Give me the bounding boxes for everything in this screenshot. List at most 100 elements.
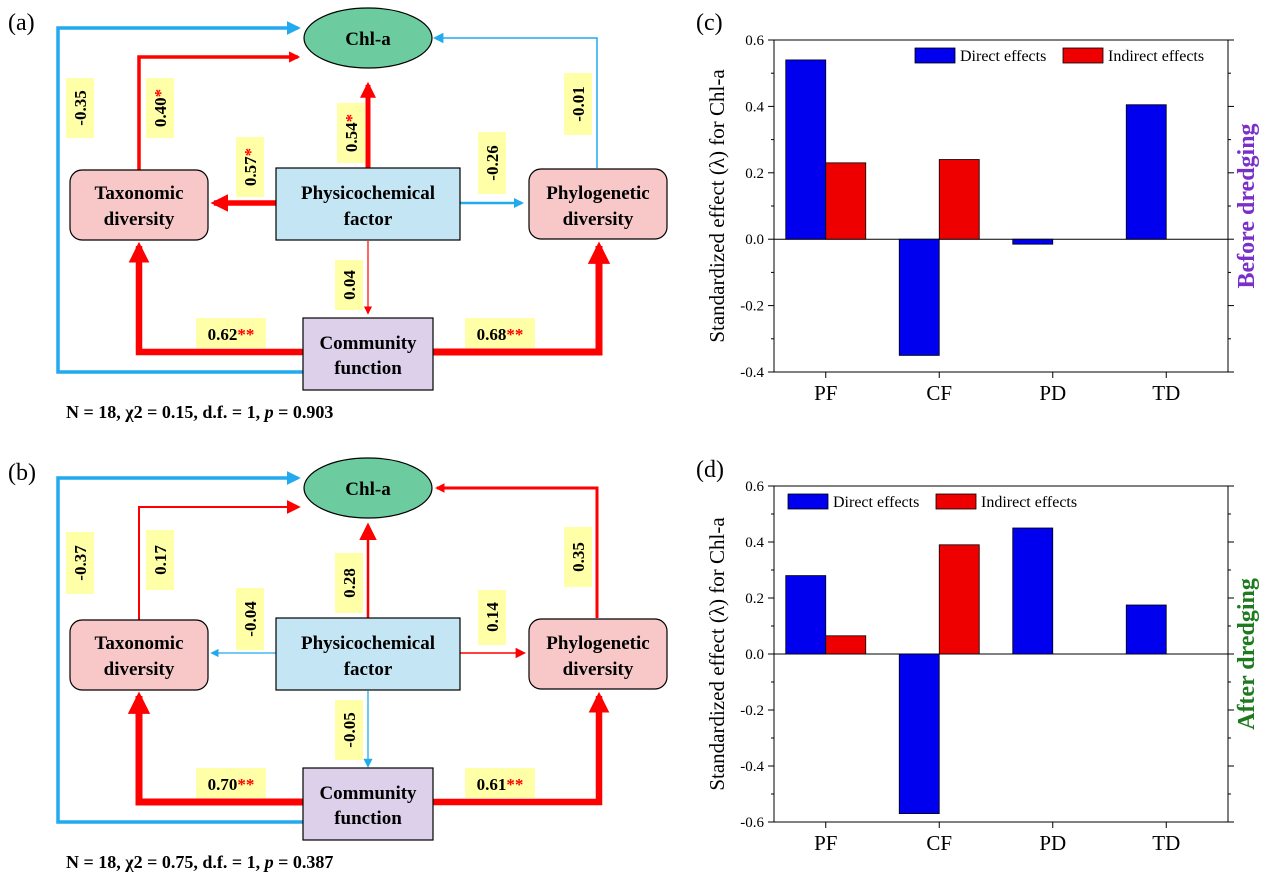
bar-td-direct [1125,604,1167,655]
y-tick-label: 0.4 [745,535,764,551]
panel-b-label: (b) [8,460,36,486]
arrow-cf-chla [56,21,303,374]
svg-text:0.61**: 0.61** [477,775,524,794]
node-physchem [275,167,461,241]
bar-td-direct [1125,104,1167,240]
legend-swatch [914,47,956,64]
x-tick-label: PD [1039,381,1066,405]
svg-text:0.14: 0.14 [483,602,502,632]
panel-label: (d) [696,457,724,483]
coef-b-td-chla: 0.17 [146,530,174,590]
node-physchem-line1: Physicochemical [301,183,435,204]
svg-text:0.68**: 0.68** [477,325,524,344]
x-tick-label: TD [1152,831,1180,855]
arrow-pd-chla [435,483,599,618]
node-taxonomic-line2: diversity [104,659,175,680]
node-taxonomic-line2: diversity [104,209,175,230]
panel-a-label: (a) [8,10,35,36]
x-tick-label: CF [926,831,952,855]
panel-a-stats: N = 18, χ2 = 0.15, d.f. = 1, p = 0.903 [66,402,333,422]
node-function-line1: Community [319,333,417,354]
arrow-cf-td [127,691,303,806]
node-phylogenetic [528,618,668,690]
x-tick-label: PF [814,381,837,405]
bar-cf-indirect [938,159,980,240]
y-axis-label: Standardized effect (λ) for Chl-a [705,69,729,343]
svg-text:-0.26: -0.26 [483,145,502,180]
bar-cf-direct [898,653,940,815]
y-tick-label: -0.4 [740,759,764,775]
coef-a-pd-chla: -0.01 [564,73,592,135]
panel-a-diagram: (a) Chl-a Taxonomic diversity Physicoche… [8,7,668,422]
x-tick-label: TD [1152,381,1180,405]
coef-b-pf-td: -0.04 [236,588,264,650]
node-function [302,767,434,841]
arrow-td-chla [138,500,301,620]
panel-b-diagram: (b) Chl-a Taxonomic diversity Physicoche… [8,457,668,872]
y-tick-label: 0.4 [745,99,764,115]
y-tick-label: -0.6 [740,815,764,831]
node-physchem-line1: Physicochemical [301,633,435,654]
y-tick-label: 0.6 [745,33,764,49]
node-phylogenetic-line2: diversity [563,209,634,230]
svg-text:0.57*: 0.57* [241,148,260,186]
svg-text:-0.04: -0.04 [241,601,260,637]
node-chla [303,7,433,69]
node-phylogenetic [528,168,668,240]
svg-text:0.62**: 0.62** [208,325,255,344]
x-tick-label: CF [926,381,952,405]
arrow-td-chla [137,51,301,170]
coef-a-pf-chla: 0.54* [337,103,365,163]
legend-label: Indirect effects [981,494,1077,511]
node-physchem [275,617,461,691]
arrow-cf-pd [433,691,610,806]
legend-label: Direct effects [833,494,919,511]
svg-text:0.35: 0.35 [569,542,588,572]
svg-text:0.54*: 0.54* [342,114,361,152]
coef-b-cf-chla: -0.37 [66,532,94,594]
node-physchem-line2: factor [344,659,393,680]
coef-b-pf-chla: 0.28 [335,553,363,613]
y-tick-label: 0.2 [745,591,764,607]
node-taxonomic [69,169,209,241]
node-chla [303,457,433,519]
coef-a-pf-td: 0.57* [236,137,264,197]
svg-text:0.28: 0.28 [340,568,359,598]
legend-label: Direct effects [960,48,1046,65]
bar-cf-direct [898,238,940,356]
node-taxonomic [69,619,209,691]
y-tick-label: 0.6 [745,479,764,495]
svg-text:0.04: 0.04 [340,270,359,300]
bar-pf-indirect [825,162,867,240]
svg-text:0.70**: 0.70** [208,775,255,794]
bar-pf-direct [785,575,827,655]
svg-text:-0.05: -0.05 [340,712,359,747]
svg-text:0.40*: 0.40* [151,89,170,127]
coef-a-td-chla: 0.40* [146,78,174,138]
node-function-line2: function [334,358,402,379]
node-phylogenetic-line1: Phylogenetic [546,183,649,204]
coef-a-pf-pd: -0.26 [478,132,506,194]
legend-label: Indirect effects [1108,48,1204,65]
y-axis-label: Standardized effect (λ) for Chl-a [705,517,729,791]
bar-pf-indirect [825,635,867,655]
coef-a-cf-pd: 0.68** [465,318,535,348]
side-label: Before dredging [1234,123,1260,288]
coef-b-pf-cf: -0.05 [335,700,363,760]
coef-a-pf-cf: 0.04 [335,260,363,310]
legend-swatch [1062,47,1104,64]
x-tick-label: PD [1039,831,1066,855]
node-taxonomic-line1: Taxonomic [94,633,183,654]
bar-cf-indirect [938,544,980,655]
svg-text:0.17: 0.17 [151,545,170,575]
y-tick-label: -0.2 [740,703,764,719]
side-label: After dredging [1234,578,1260,730]
coef-b-cf-td: 0.70** [196,768,266,798]
y-tick-label: -0.4 [740,365,764,381]
node-phylogenetic-line1: Phylogenetic [546,633,649,654]
svg-text:-0.37: -0.37 [71,545,90,581]
y-tick-label: -0.2 [740,299,764,315]
svg-text:-0.01: -0.01 [569,86,588,121]
